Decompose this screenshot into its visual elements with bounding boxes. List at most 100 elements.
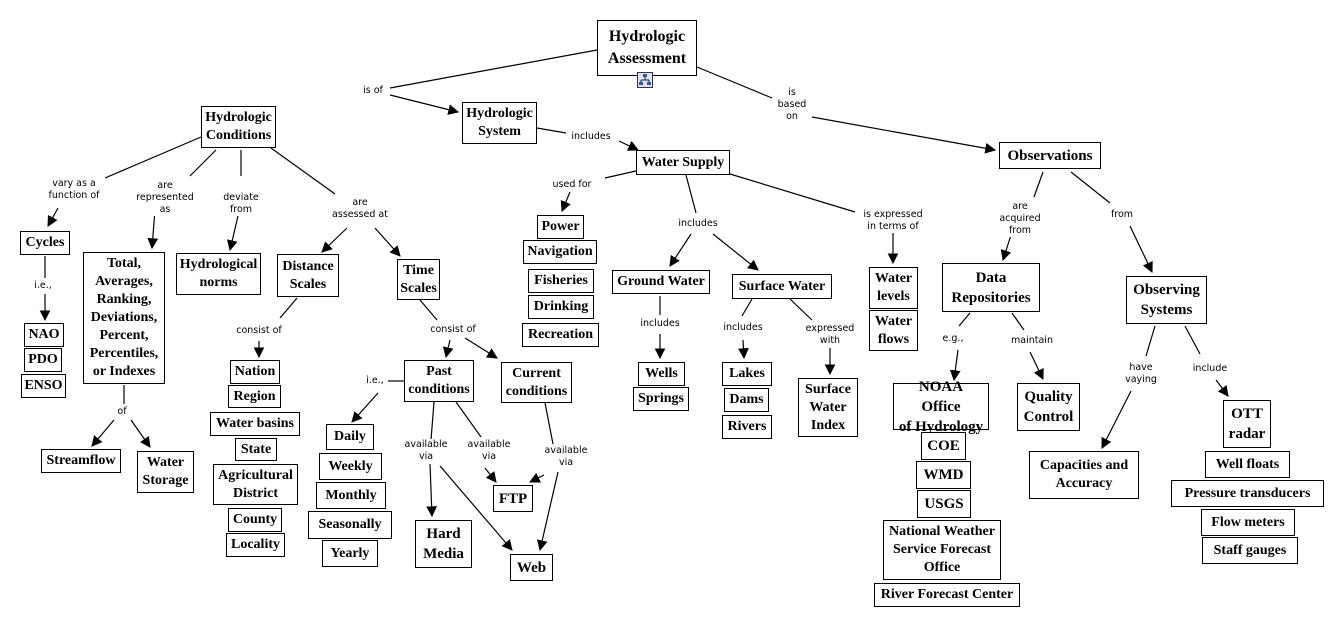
connector-line [1145,325,1156,357]
node-staff-gauges[interactable]: Staff gauges [1202,537,1298,564]
link-vary-as-function-of: vary as a function of [48,178,100,202]
connector-arrow [484,467,497,483]
link-of: of [117,406,127,418]
connector-arrow [130,419,151,448]
node-time-scales[interactable]: Time Scales [397,259,440,300]
node-hydrologic-assessment[interactable]: Hydrologic Assessment [597,20,697,76]
node-streamflow[interactable]: Streamflow [41,449,121,473]
connector-arrow [91,419,115,447]
node-usgs[interactable]: USGS [917,490,971,518]
node-pressure-transducers[interactable]: Pressure transducers [1171,480,1324,507]
connector-arrow [618,140,639,151]
node-water-basins[interactable]: Water basins [210,412,300,436]
node-weekly[interactable]: Weekly [319,453,382,480]
link-consist-of-distance: consist of [236,325,282,337]
node-fisheries[interactable]: Fisheries [528,269,594,293]
node-capacities-accuracy[interactable]: Capacities and Accuracy [1029,451,1139,499]
node-coe[interactable]: COE [921,432,966,460]
connector-arrow [712,233,759,271]
node-data-repositories[interactable]: Data Repositories [942,263,1040,312]
concept-submap-icon[interactable] [637,72,653,88]
node-hydrological-norms[interactable]: Hydrological norms [176,253,261,295]
node-locality[interactable]: Locality [226,533,285,557]
node-noaa-office-hydrology[interactable]: NOAA Office of Hydrology [893,379,989,435]
connector-line [544,402,554,445]
connector-line [189,149,217,177]
connector-line [958,312,971,327]
node-rivers[interactable]: Rivers [722,415,772,439]
link-includes-ground: includes [640,318,680,330]
node-nws-forecast-office[interactable]: National Weather Service Forecast Office [883,520,1001,580]
node-navigation[interactable]: Navigation [523,240,597,264]
connector-line [685,174,697,214]
node-wells[interactable]: Wells [638,362,685,386]
connector-arrow [949,349,961,382]
node-hard-media[interactable]: Hard Media [415,520,472,568]
node-power[interactable]: Power [537,215,584,239]
node-quality-control[interactable]: Quality Control [1017,383,1080,431]
connector-line [389,49,598,89]
node-flow-meters[interactable]: Flow meters [1201,509,1295,536]
node-springs[interactable]: Springs [633,387,689,411]
connector-line [1011,312,1025,331]
node-surface-water-index[interactable]: Surface Water Index [798,378,858,437]
link-include: include [1192,363,1228,375]
node-county[interactable]: County [228,508,282,532]
link-are-assessed-at: are assessed at [332,197,388,221]
node-hydrologic-system[interactable]: Hydrologic System [462,102,537,144]
node-state[interactable]: State [235,438,277,461]
node-dams[interactable]: Dams [724,388,769,412]
node-totals-indexes[interactable]: Total, Averages, Ranking, Deviations, Pe… [83,252,165,384]
node-water-flows[interactable]: Water flows [869,310,918,351]
node-enso[interactable]: ENSO [21,374,66,398]
node-well-floats[interactable]: Well floats [1205,451,1290,478]
node-monthly[interactable]: Monthly [316,482,386,509]
node-region[interactable]: Region [228,385,281,408]
node-pdo[interactable]: PDO [24,348,62,372]
node-water-storage[interactable]: Water Storage [137,451,194,493]
node-agricultural-district[interactable]: Agricultural District [213,464,298,505]
connector-arrow [1129,225,1153,273]
connector-arrow [536,471,559,552]
connector-line [270,147,336,195]
node-web[interactable]: Web [510,554,553,581]
connector-arrow [351,392,379,423]
node-observing-systems[interactable]: Observing Systems [1126,276,1207,324]
node-observations[interactable]: Observations [999,142,1101,169]
node-daily[interactable]: Daily [326,424,374,450]
node-distance-scales[interactable]: Distance Scales [277,254,339,297]
node-current-conditions[interactable]: Current conditions [501,362,572,403]
connector-arrow [529,472,545,483]
link-expressed-in-terms-of: is expressed in terms of [863,209,923,233]
node-water-levels[interactable]: Water levels [869,267,918,309]
node-seasonally[interactable]: Seasonally [308,511,392,539]
node-drinking[interactable]: Drinking [528,295,594,319]
connector-line [430,401,435,441]
node-nao[interactable]: NAO [24,323,64,347]
connector-arrow [1215,379,1229,397]
node-cycles[interactable]: Cycles [20,231,70,255]
link-deviate-from: deviate from [223,192,259,216]
node-ftp[interactable]: FTP [493,485,533,512]
link-is-based-on: is based on [777,87,807,123]
node-hydrologic-conditions[interactable]: Hydrologic Conditions [201,106,276,148]
node-river-forecast-center[interactable]: River Forecast Center [874,583,1020,607]
connector-line [604,170,637,179]
node-nation[interactable]: Nation [230,360,280,384]
node-yearly[interactable]: Yearly [322,540,378,567]
node-lakes[interactable]: Lakes [722,362,772,386]
link-expressed-with: expressed with [805,323,855,347]
node-wmd[interactable]: WMD [916,461,971,489]
node-water-supply[interactable]: Water Supply [636,150,730,175]
connector-arrow [439,465,513,551]
link-used-for: used for [552,179,592,191]
node-recreation[interactable]: Recreation [522,323,599,347]
node-ground-water[interactable]: Ground Water [612,270,710,294]
link-available-via-2: available via [467,439,511,463]
node-surface-water[interactable]: Surface Water [732,274,832,299]
node-ott-radar[interactable]: OTT radar [1223,400,1271,448]
connector-arrow [374,227,401,257]
connector-line [536,127,567,134]
node-past-conditions[interactable]: Past conditions [404,360,474,402]
connector-line [789,298,813,321]
